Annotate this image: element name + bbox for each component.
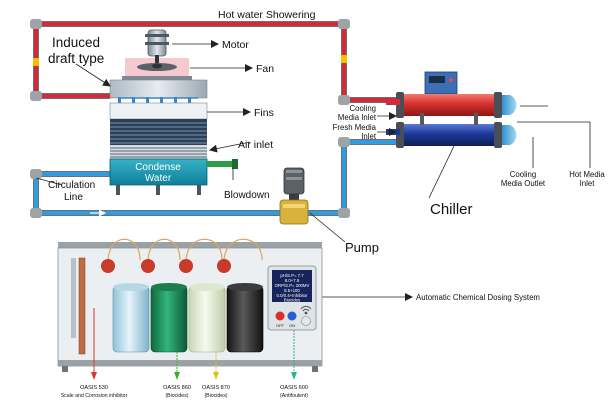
fresh-media-inlet-label-2: Inlet — [361, 132, 377, 141]
hot-media-inlet-label-1: Hot Media — [569, 170, 605, 179]
chiller-cool-cylinder — [400, 124, 498, 146]
circulation-pipe — [30, 137, 400, 218]
dosing-system — [57, 238, 323, 380]
fins-block — [110, 119, 207, 145]
cooling-tower — [109, 29, 238, 195]
motor-icon — [145, 29, 169, 63]
product-name-2: OASIS 860 — [163, 385, 191, 391]
circulation-label-1: Circulation — [48, 180, 95, 191]
blowdown-label: Blowdown — [224, 190, 270, 201]
cooling-media-outlet-label-2: Media Outlet — [501, 179, 546, 188]
hot-water-label: Hot water Showering — [218, 9, 316, 21]
blowdown-pipe — [207, 161, 237, 167]
display-line-6: Biocides — [284, 298, 300, 303]
product-desc-4: (Antifoulent) — [280, 393, 308, 399]
air-inlet-label: Air inlet — [238, 139, 273, 151]
product-name-1: OASIS 530 — [80, 385, 108, 391]
fresh-media-inlet-label-1: Fresh Media — [333, 123, 377, 132]
cooling-media-outlet-label-1: Cooling — [510, 170, 536, 179]
chiller — [386, 71, 517, 148]
display-line-5: 0.0/0.4+Inhibitor — [277, 293, 309, 298]
display-line-1: pH/S.P= 7.7 — [280, 273, 304, 278]
pump-label: Pump — [345, 240, 379, 255]
motor-label: Motor — [222, 39, 249, 51]
pump-icon — [279, 167, 309, 225]
product-desc-1: Scale and Corrosion inhibitor — [61, 393, 128, 399]
annotation-lines — [35, 40, 591, 301]
dosing-system-label: Automatic Chemical Dosing System — [416, 293, 540, 302]
induced-label-1: Induced — [52, 35, 100, 50]
on-button[interactable] — [287, 311, 297, 321]
chemical-tanks — [112, 283, 264, 353]
chiller-label: Chiller — [430, 201, 473, 218]
chiller-hot-cylinder — [400, 94, 498, 116]
off-button[interactable] — [275, 311, 285, 321]
on-label: ON — [289, 323, 295, 328]
condense-water-basin — [109, 158, 208, 186]
off-label: OFF — [276, 323, 285, 328]
product-desc-3: (Biocides) — [204, 393, 227, 399]
controller-display — [272, 270, 312, 302]
dosing-pumps — [101, 238, 263, 273]
display-line-2: 8.0+7.9 — [285, 278, 300, 283]
product-name-4: OASIS 600 — [280, 385, 308, 391]
labels: Hot water Showering Induced draft type M… — [48, 9, 605, 399]
hot-media-inlet-label-2: Inlet — [580, 179, 596, 188]
display-line-3: ORP/S.P= 200MV — [275, 283, 310, 288]
circulation-label-2: Line — [64, 192, 83, 203]
product-desc-2: (Biocides) — [165, 393, 188, 399]
spray-nozzles — [118, 97, 198, 103]
induced-label-2: draft type — [48, 51, 104, 66]
fan-label: Fan — [256, 63, 274, 75]
condense-label-2: Water — [145, 173, 172, 184]
fan-icon — [137, 63, 177, 71]
fins-label: Fins — [254, 107, 274, 119]
cooling-media-inlet-label-1: Cooling — [350, 104, 376, 113]
wifi-icon — [300, 305, 312, 315]
display-line-4: 8.5+100 — [284, 288, 300, 293]
product-name-3: OASIS 870 — [202, 385, 230, 391]
condense-label-1: Condense — [135, 162, 181, 173]
air-inlet-louvers — [110, 145, 207, 159]
cooling-media-inlet-label-2: Media Inlet — [338, 113, 377, 122]
hot-water-pipe — [30, 19, 420, 105]
